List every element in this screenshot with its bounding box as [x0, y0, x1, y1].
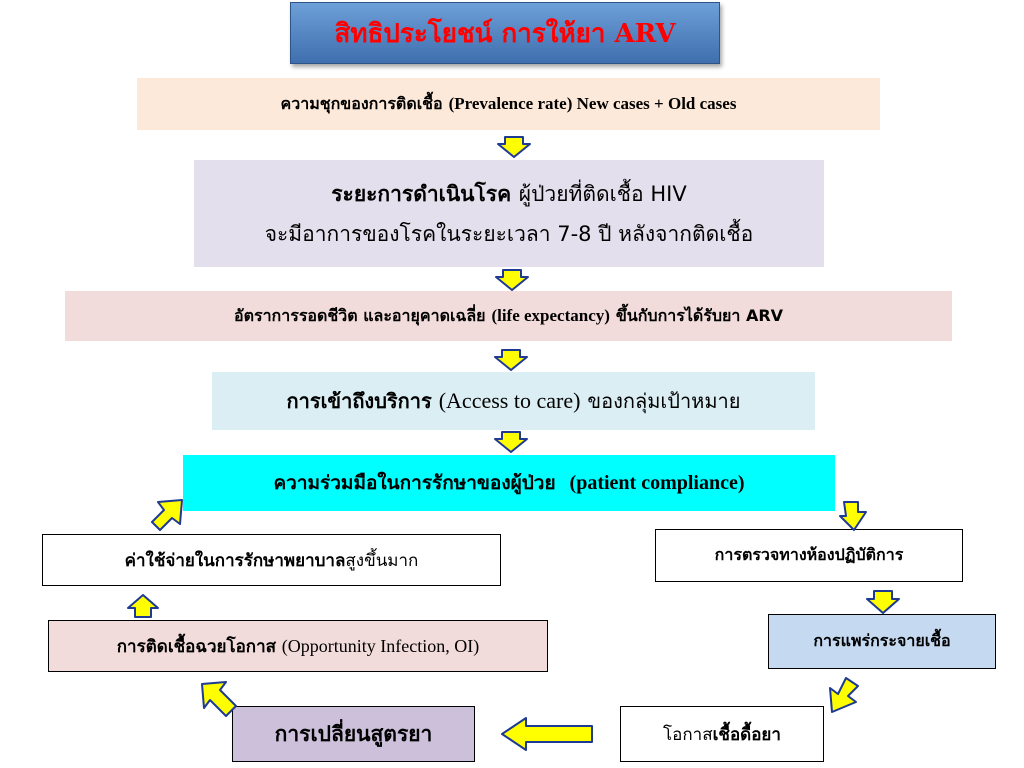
spread-label: การแพร่กระจายเชื้อ	[813, 631, 951, 650]
left-arrow-icon	[501, 717, 593, 751]
survival-thai: อัตราการรอดชีวิต และอายุคาดเฉลี่ย	[233, 305, 486, 325]
prevalence-thai: ความชุกของการติดเชื้อ	[280, 93, 443, 113]
title-text: สิทธิประโยชน์ การให้ยา ARV	[334, 18, 676, 49]
up-arrow-icon	[127, 594, 159, 618]
survival-eng: (life expectancy)	[491, 306, 610, 325]
progression-rest: ผู้ป่วยที่ติดเชื้อ HIV	[518, 182, 687, 206]
compliance-box: ความร่วมมือในการรักษาของผู้ป่วย (patient…	[183, 455, 835, 511]
spread-box: การแพร่กระจายเชื้อ	[768, 614, 996, 669]
access-rest: ของกลุ่มเป้าหมาย	[587, 389, 741, 413]
resistance-rest: โอกาส	[663, 724, 713, 745]
regimen-box: การเปลี่ยนสูตรยา	[232, 706, 475, 762]
progression-box: ระยะการดำเนินโรค ผู้ป่วยที่ติดเชื้อ HIV …	[194, 160, 824, 267]
regimen-label: การเปลี่ยนสูตรยา	[274, 721, 433, 746]
survival-box: อัตราการรอดชีวิต และอายุคาดเฉลี่ย (life …	[65, 291, 952, 341]
compliance-thai: ความร่วมมือในการรักษาของผู้ป่วย	[273, 472, 556, 494]
access-bold: การเข้าถึงบริการ	[286, 389, 432, 413]
down-left-arrow-icon	[829, 677, 859, 713]
progression-bold: ระยะการดำเนินโรค	[331, 182, 512, 206]
cost-box: ค่าใช้จ่ายในการรักษาพยาบาลสูงขึ้นมาก	[42, 534, 501, 586]
survival-thai2: ขึ้นกับการได้รับยา ARV	[615, 305, 784, 325]
oi-box: การติดเชื้อฉวยโอกาส (Opportunity Infecti…	[48, 620, 548, 672]
oi-eng: (Opportunity Infection, OI)	[281, 635, 480, 656]
access-eng: (Access to care)	[438, 388, 581, 413]
down-arrow-icon	[494, 349, 528, 371]
down-right-arrow-icon	[839, 501, 867, 531]
page-title: สิทธิประโยชน์ การให้ยา ARV	[290, 2, 720, 64]
access-box: การเข้าถึงบริการ (Access to care) ของกลุ…	[212, 372, 815, 430]
up-left-arrow-icon	[201, 681, 237, 717]
lab-label: การตรวจทางห้องปฏิบัติการ	[714, 545, 904, 564]
down-arrow-icon	[495, 269, 529, 291]
up-right-arrow-icon	[151, 499, 183, 531]
down-arrow-icon	[497, 136, 531, 158]
cost-rest: สูงขึ้นมาก	[345, 550, 419, 571]
progression-line2: จะมีอาการของโรคในระยะเวลา 7-8 ปี หลังจาก…	[264, 222, 754, 246]
oi-bold: การติดเชื้อฉวยโอกาส	[116, 636, 277, 657]
cost-bold: ค่าใช้จ่ายในการรักษาพยาบาล	[124, 550, 346, 571]
progression-line1: ระยะการดำเนินโรค ผู้ป่วยที่ติดเชื้อ HIV	[331, 173, 686, 214]
prevalence-eng: (Prevalence rate) New cases + Old cases	[448, 94, 737, 113]
lab-box: การตรวจทางห้องปฏิบัติการ	[655, 529, 963, 582]
resistance-bold: เชื้อดื้อยา	[712, 724, 781, 745]
prevalence-box: ความชุกของการติดเชื้อ (Prevalence rate) …	[137, 78, 880, 130]
resistance-box: โอกาสเชื้อดื้อยา	[620, 706, 824, 762]
down-arrow-icon	[494, 431, 528, 453]
compliance-eng: (patient compliance)	[569, 471, 745, 494]
down-arrow-icon	[866, 590, 900, 614]
